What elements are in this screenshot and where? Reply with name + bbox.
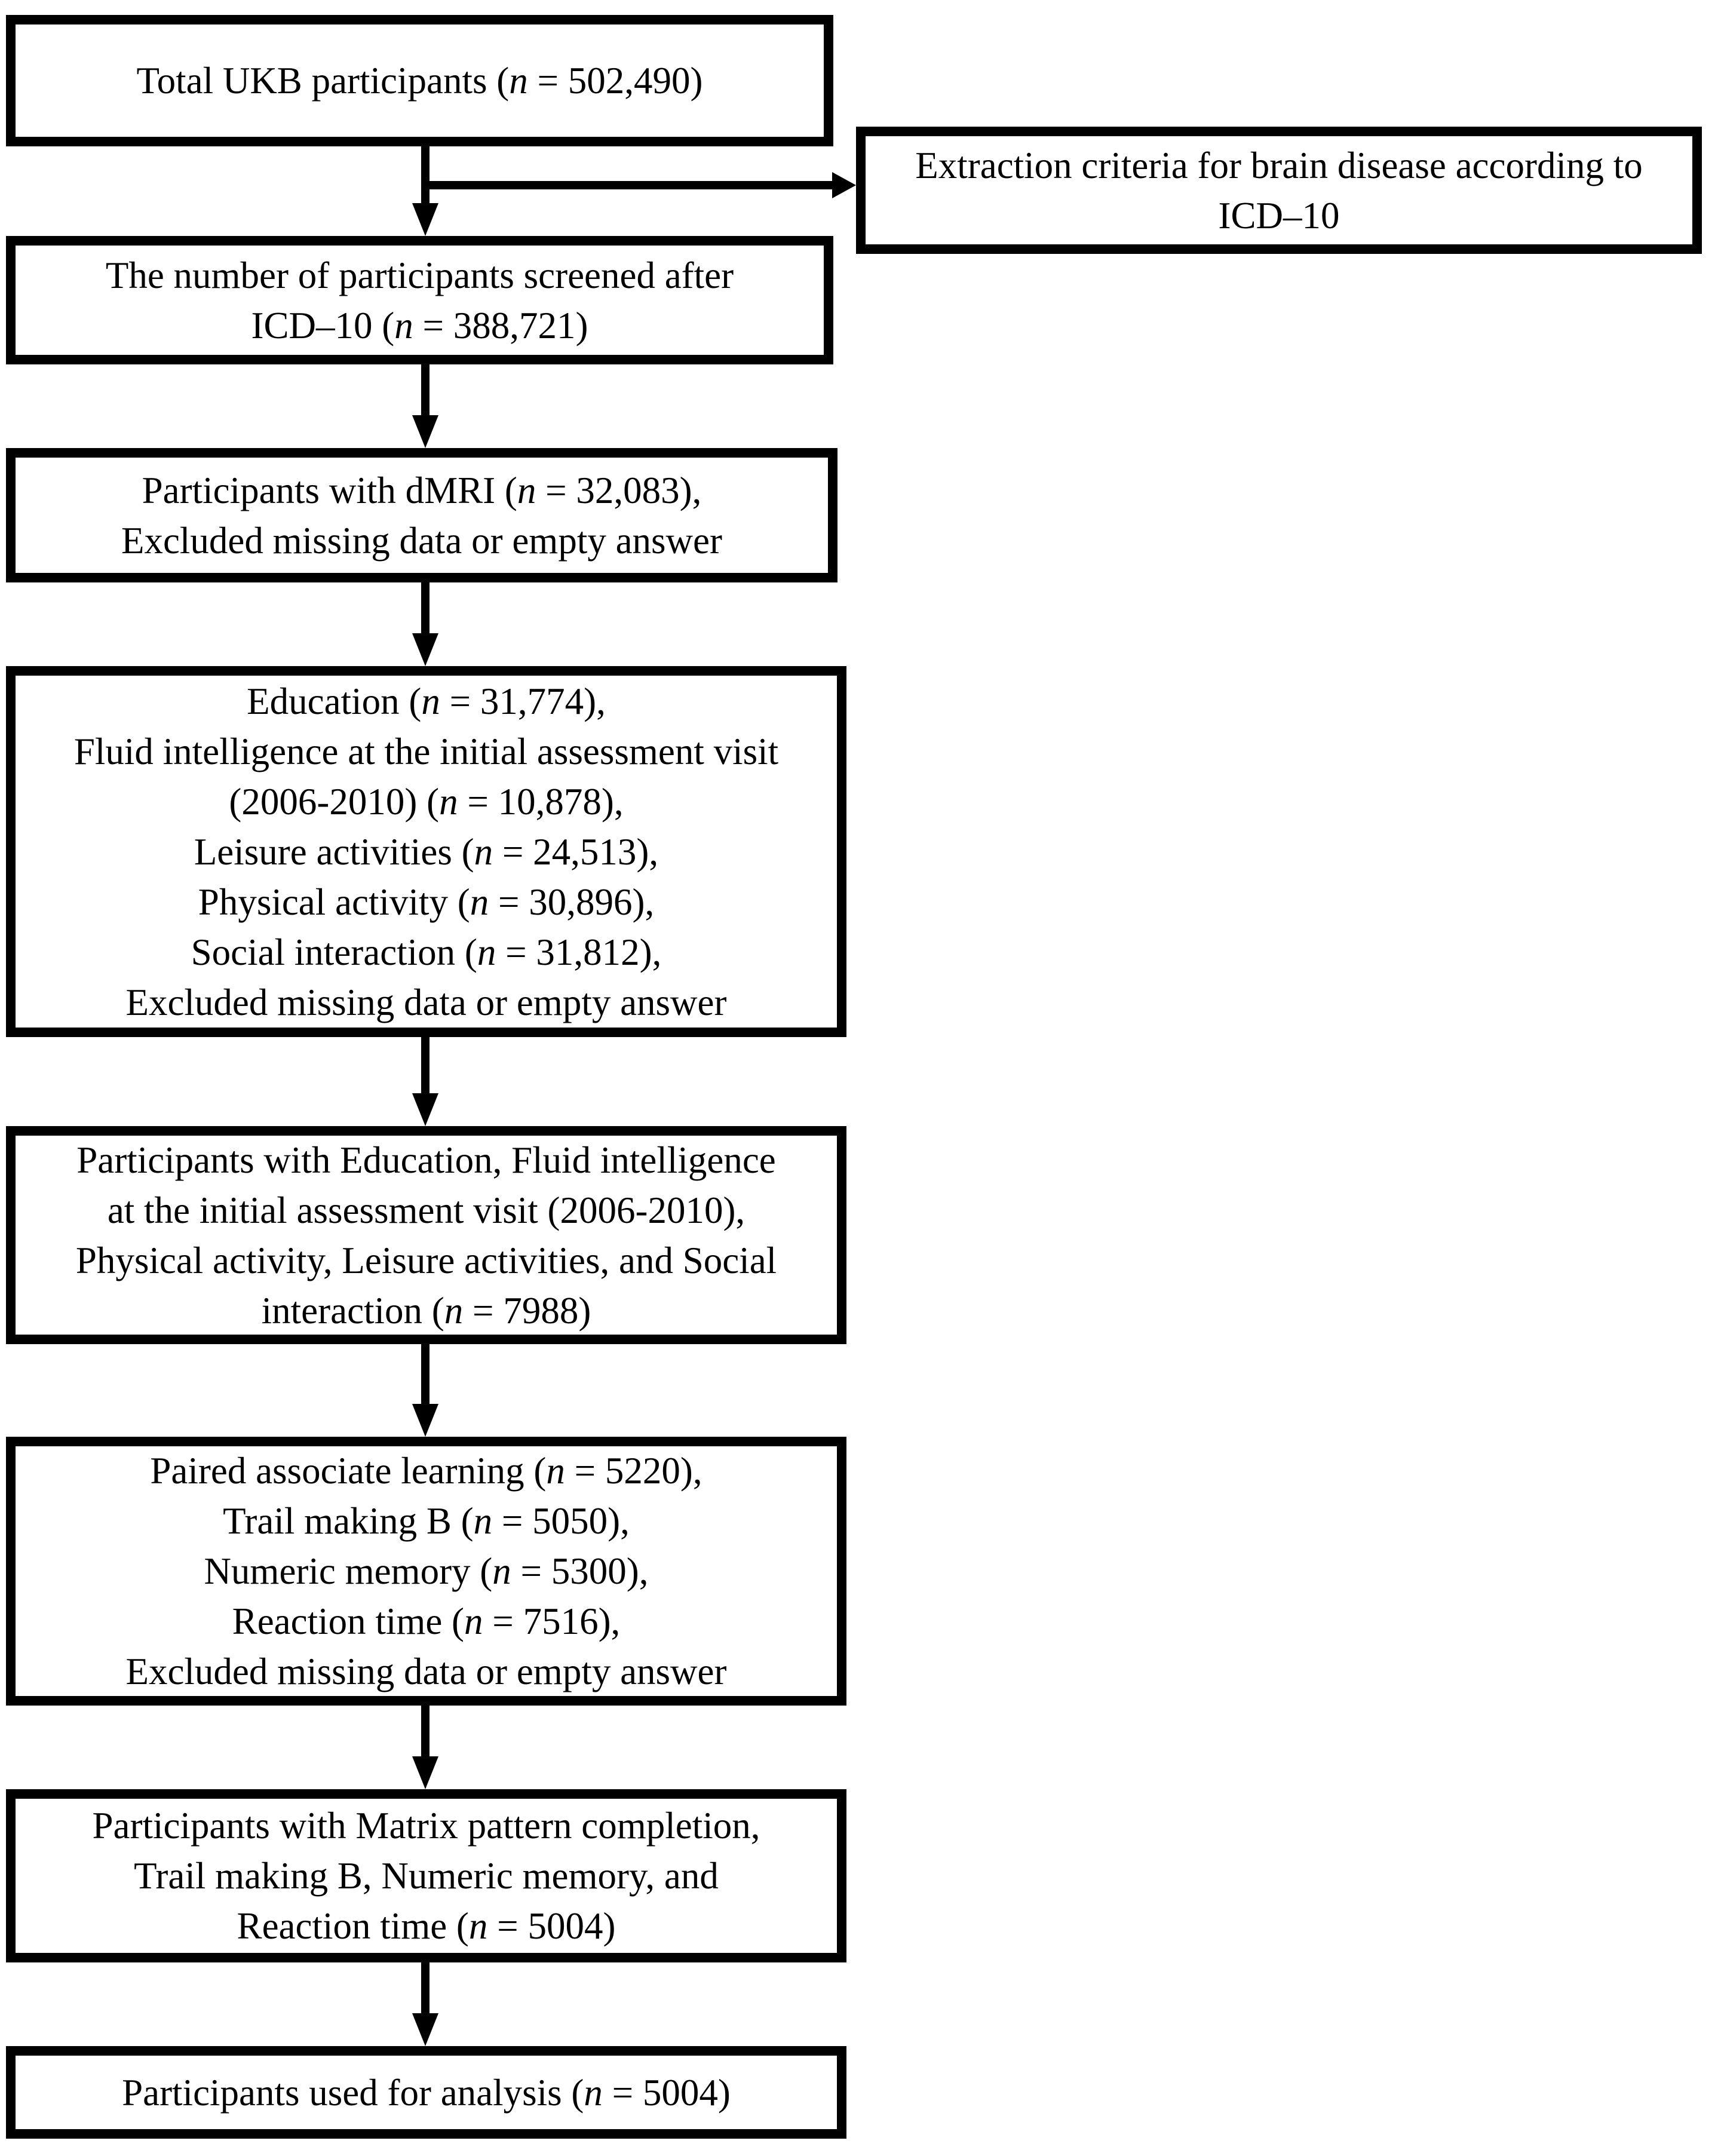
box-text-line: Total UKB participants (n = 502,490) bbox=[136, 60, 703, 102]
connector-cognitive-to-complete bbox=[421, 1706, 430, 1759]
box-text-line: Reaction time (n = 5004) bbox=[237, 1905, 616, 1947]
box-text-line: Paired associate learning (n = 5220), bbox=[150, 1450, 702, 1492]
box-text-line: Numeric memory (n = 5300), bbox=[204, 1550, 649, 1592]
connector-total-to-screened bbox=[421, 146, 430, 206]
arrowhead-right-icon bbox=[832, 172, 856, 198]
connector-combined-to-cognitive bbox=[421, 1344, 430, 1407]
box-text-line: Excluded missing data or empty answer bbox=[125, 1651, 727, 1692]
connector-dmri-to-lifestyle bbox=[421, 582, 430, 636]
box-text-line: Participants used for analysis (n = 5004… bbox=[122, 2071, 731, 2114]
flow-box-participants-with-cognitive: Participants with Matrix pattern complet… bbox=[6, 1789, 846, 1962]
flow-box-extraction-criteria: Extraction criteria for brain disease ac… bbox=[856, 127, 1702, 254]
flow-box-total-ukb-participants: Total UKB participants (n = 502,490) bbox=[6, 15, 833, 146]
box-text-line: (2006-2010) (n = 10,878), bbox=[229, 780, 624, 823]
connector-complete-to-analysis bbox=[421, 1962, 430, 2016]
box-text-line: ICD–10 bbox=[1218, 194, 1340, 237]
box-text-line: Reaction time (n = 7516), bbox=[232, 1600, 621, 1642]
box-text-line: Physical activity (n = 30,896), bbox=[198, 881, 655, 923]
connector-branch-to-extraction bbox=[421, 181, 832, 189]
box-text-line: Social interaction (n = 31,812), bbox=[191, 931, 662, 973]
box-text-line: Physical activity, Leisure activities, a… bbox=[75, 1239, 777, 1281]
connector-lifestyle-to-combined bbox=[421, 1037, 430, 1096]
box-text-line: The number of participants screened afte… bbox=[105, 254, 734, 296]
flow-box-participants-with-lifestyle: Participants with Education, Fluid intel… bbox=[6, 1126, 846, 1344]
flow-box-analysis-sample: Participants used for analysis (n = 5004… bbox=[6, 2046, 846, 2139]
box-text-line: interaction (n = 7988) bbox=[261, 1289, 591, 1332]
box-text-line: Leisure activities (n = 24,513), bbox=[194, 830, 659, 873]
box-text-line: Trail making B, Numeric memory, and bbox=[134, 1855, 719, 1897]
box-text-line: Education (n = 31,774), bbox=[247, 680, 606, 722]
arrowhead-down-icon bbox=[412, 1404, 438, 1437]
flow-box-cognitive-tests: Paired associate learning (n = 5220), Tr… bbox=[6, 1437, 846, 1706]
box-text-line: Fluid intelligence at the initial assess… bbox=[73, 730, 779, 772]
arrowhead-down-icon bbox=[412, 203, 438, 236]
box-text-line: Participants with dMRI (n = 32,083), bbox=[142, 469, 702, 511]
box-text-line: at the initial assessment visit (2006-20… bbox=[107, 1189, 746, 1231]
arrowhead-down-icon bbox=[412, 415, 438, 448]
flow-box-screened-after-icd10: The number of participants screened afte… bbox=[6, 236, 833, 364]
box-text-line: Trail making B (n = 5050), bbox=[223, 1500, 630, 1542]
arrowhead-down-icon bbox=[412, 2013, 438, 2046]
box-text-line: Excluded missing data or empty answer bbox=[125, 981, 727, 1023]
flow-box-dmri-participants: Participants with dMRI (n = 32,083), Exc… bbox=[6, 448, 837, 582]
box-text-line: Excluded missing data or empty answer bbox=[121, 519, 722, 562]
box-text-line: Participants with Education, Fluid intel… bbox=[76, 1139, 776, 1181]
flow-box-lifestyle-variables: Education (n = 31,774), Fluid intelligen… bbox=[6, 666, 846, 1037]
arrowhead-down-icon bbox=[412, 1756, 438, 1789]
arrowhead-down-icon bbox=[412, 1093, 438, 1126]
arrowhead-down-icon bbox=[412, 633, 438, 666]
box-text-line: Extraction criteria for brain disease ac… bbox=[915, 144, 1643, 186]
box-text-line: ICD–10 (n = 388,721) bbox=[251, 304, 588, 346]
connector-screened-to-dmri bbox=[421, 364, 430, 418]
box-text-line: Participants with Matrix pattern complet… bbox=[92, 1805, 760, 1847]
